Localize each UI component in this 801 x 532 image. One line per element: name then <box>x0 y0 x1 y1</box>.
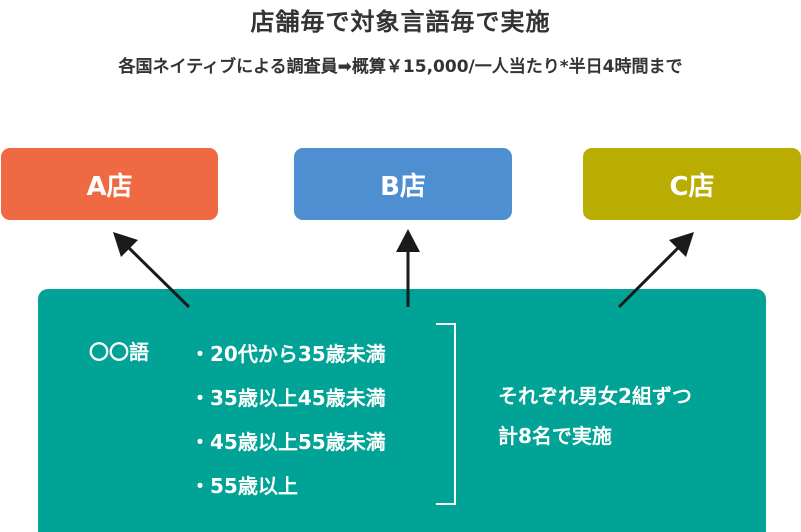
age-group-item: ・55歳以上 <box>190 474 298 498</box>
survey-panel <box>38 289 766 532</box>
participant-note: それぞれ男女2組ずつ 計8名で実施 <box>498 376 692 456</box>
arrowhead-store-b <box>396 229 420 252</box>
store-a-box: A店 <box>1 148 218 220</box>
participant-note-line2: 計8名で実施 <box>498 424 612 448</box>
page-subtitle: 各国ネイティブによる調査員➡概算￥15,000/一人当たり*半日4時間まで <box>118 57 683 77</box>
store-c-box: C店 <box>583 148 801 220</box>
age-group-item: ・35歳以上45歳未満 <box>190 386 386 410</box>
participant-note-line1: それぞれ男女2組ずつ <box>498 384 692 408</box>
arrowhead-store-a <box>113 232 138 257</box>
arrowhead-store-c <box>669 232 694 257</box>
age-group-list: ・20代から35歳未満 ・35歳以上45歳未満 ・45歳以上55歳未満 ・55歳… <box>190 332 386 508</box>
store-c-label: C店 <box>669 171 715 202</box>
age-group-item: ・45歳以上55歳未満 <box>190 430 386 454</box>
store-b-box: B店 <box>294 148 512 220</box>
group-bracket <box>436 323 456 505</box>
store-b-label: B店 <box>380 171 426 202</box>
age-group-item: ・20代から35歳未満 <box>190 342 386 366</box>
page-title: 店舗毎で対象言語毎で実施 <box>250 8 551 36</box>
language-label: 〇〇語 <box>89 340 149 364</box>
store-a-label: A店 <box>86 171 133 202</box>
